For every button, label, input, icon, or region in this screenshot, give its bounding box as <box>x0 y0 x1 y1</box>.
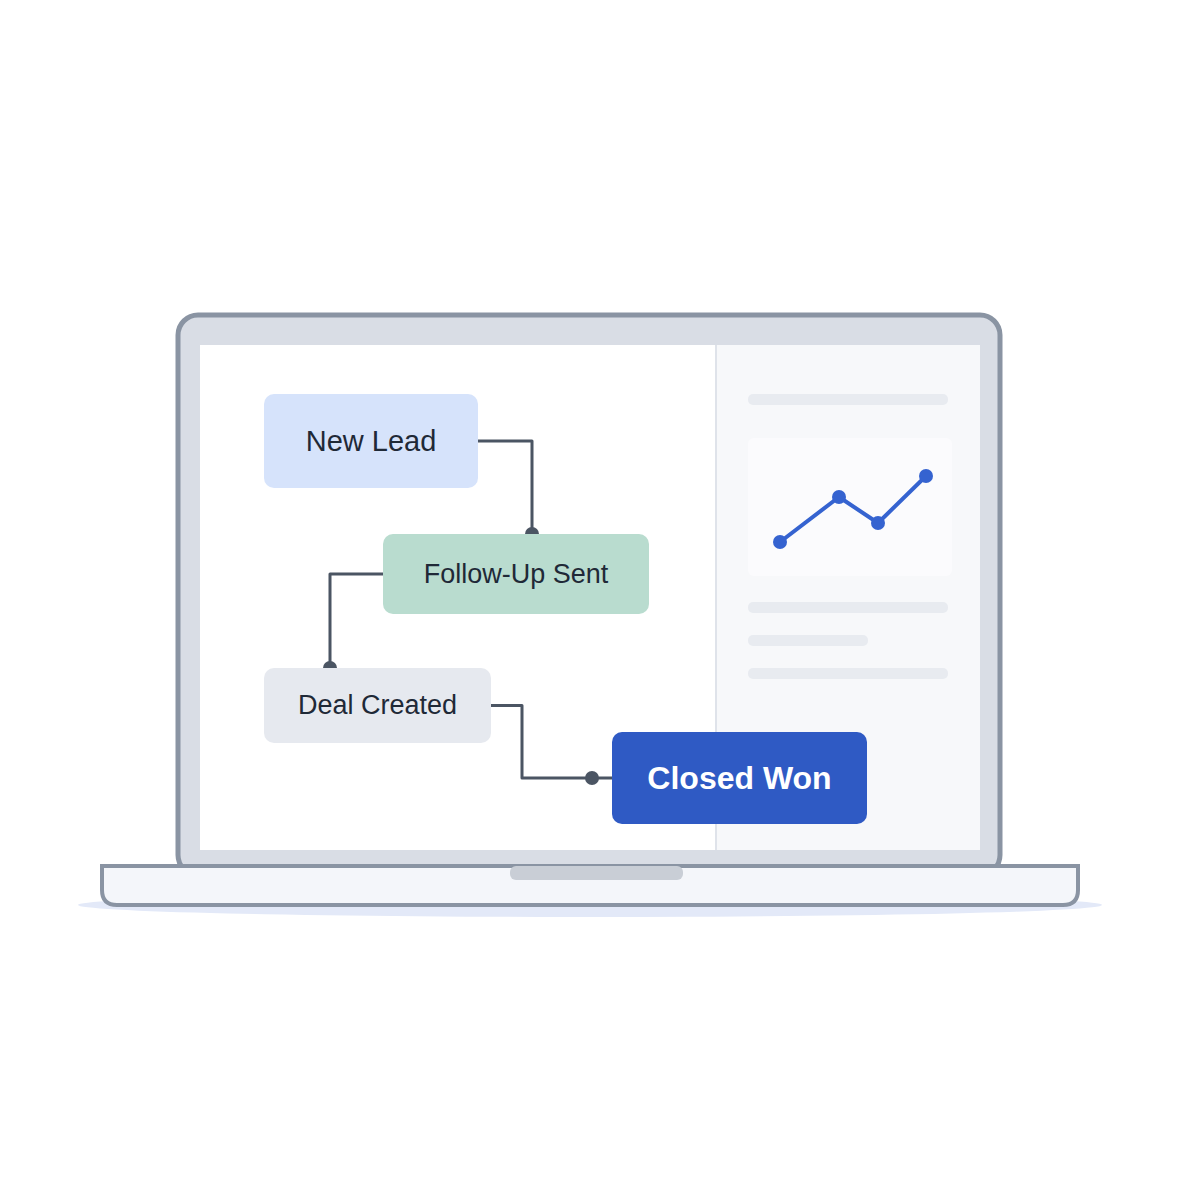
chart-point <box>832 490 846 504</box>
screen <box>200 345 980 850</box>
placeholder-bar <box>748 635 868 646</box>
chart-point <box>919 469 933 483</box>
connector-line <box>491 706 612 779</box>
connector-dot <box>585 771 599 785</box>
stage-label: Follow-Up Sent <box>424 559 609 590</box>
placeholder-bar <box>748 394 948 405</box>
chart-point <box>871 516 885 530</box>
stage-label: New Lead <box>306 425 437 458</box>
final-stage-box: Closed Won <box>612 732 867 824</box>
hinge-notch <box>510 866 683 880</box>
connector-line <box>330 574 383 668</box>
stage-box: New Lead <box>264 394 478 488</box>
stage-label: Deal Created <box>298 690 457 721</box>
trend-line <box>780 476 926 542</box>
flow-connector <box>478 441 539 541</box>
chart-point <box>773 535 787 549</box>
screen-bezel <box>178 315 1000 875</box>
placeholder-bar <box>748 602 948 613</box>
connector-line <box>478 441 532 534</box>
stage-box: Follow-Up Sent <box>383 534 649 614</box>
stage-box: Deal Created <box>264 668 491 743</box>
flow-connector <box>323 574 383 675</box>
placeholder-bar <box>748 668 948 679</box>
stage-label: Closed Won <box>647 760 831 797</box>
laptop-base <box>102 866 1078 905</box>
chart-card <box>748 438 952 576</box>
flow-connector <box>491 706 612 786</box>
